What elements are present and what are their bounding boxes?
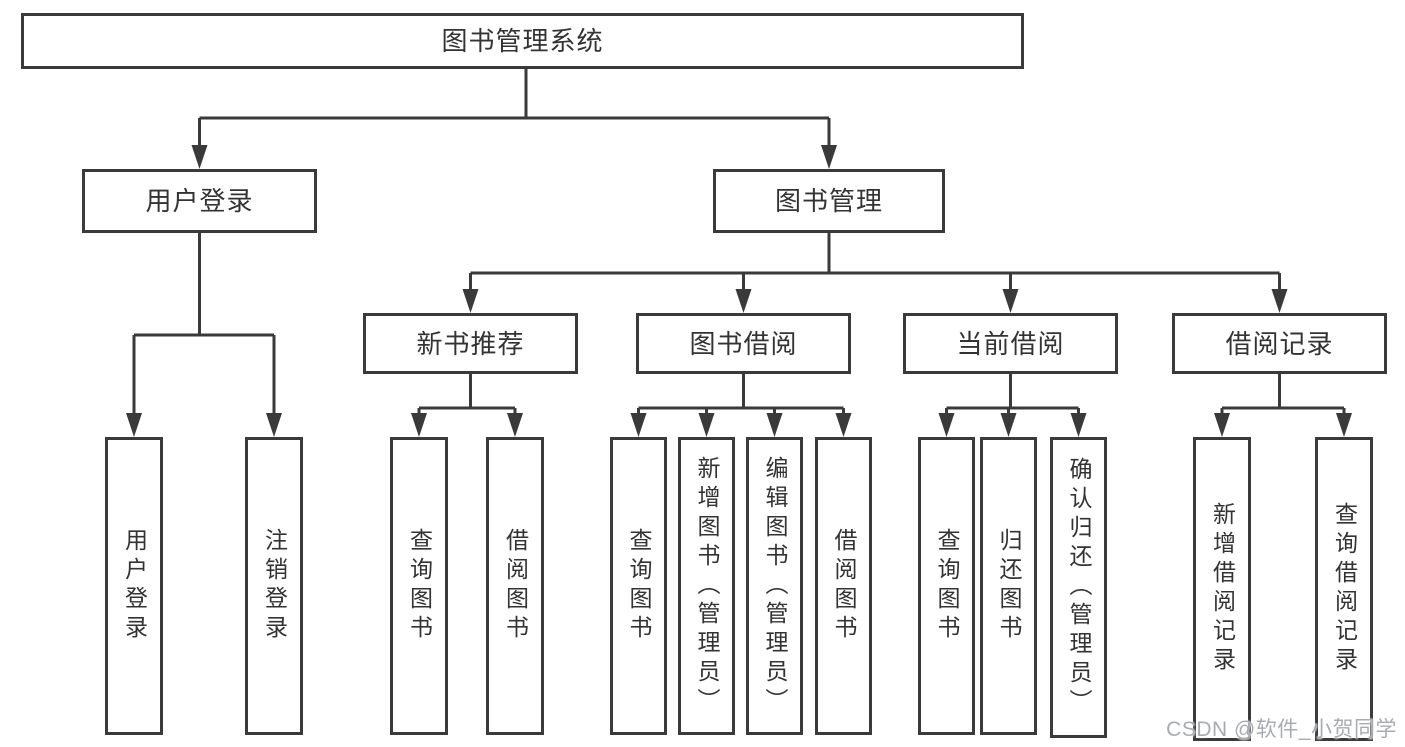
leaf-add-books-admin: 新增图书（管理员） <box>678 437 735 735</box>
leaf-borrow-query-books: 查询图书 <box>610 437 667 735</box>
leaf-confirm-return-admin: 确认归还（管理员） <box>1050 437 1107 738</box>
leaf-newbooks-query-books-label: 查询图书 <box>406 528 433 644</box>
connector-user-login-to-leaves <box>132 233 276 425</box>
node-new-book-recommendation: 新书推荐 <box>363 313 578 374</box>
connector-root-to-level2 <box>198 69 831 157</box>
node-system-root-label: 图书管理系统 <box>441 26 604 56</box>
leaf-add-borrow-record: 新增借阅记录 <box>1193 437 1251 741</box>
node-borrowing-records-label: 借阅记录 <box>1225 328 1334 359</box>
node-user-login: 用户登录 <box>82 169 317 233</box>
node-user-login-label: 用户登录 <box>145 186 254 216</box>
node-current-borrowing: 当前借阅 <box>903 313 1118 374</box>
node-book-borrowing-label: 图书借阅 <box>689 328 798 359</box>
node-borrowing-records: 借阅记录 <box>1172 313 1387 374</box>
leaf-confirm-return-admin-label: 确认归还（管理员） <box>1066 457 1092 718</box>
leaf-borrow-books-label: 借阅图书 <box>831 528 857 644</box>
leaf-return-books-label: 归还图书 <box>996 528 1022 644</box>
leaf-current-query-books-label: 查询图书 <box>934 528 960 644</box>
node-book-borrowing: 图书借阅 <box>636 313 851 374</box>
leaf-logout-label: 注销登录 <box>261 528 288 644</box>
connector-borrow-records-to-leaves <box>1220 374 1346 425</box>
leaf-newbooks-borrow-books: 借阅图书 <box>486 437 544 735</box>
node-system-root: 图书管理系统 <box>21 13 1024 69</box>
leaf-edit-books-admin-label: 编辑图书（管理员） <box>762 455 788 717</box>
node-new-book-recommendation-label: 新书推荐 <box>416 328 525 359</box>
leaf-edit-books-admin: 编辑图书（管理员） <box>746 437 803 735</box>
node-current-borrowing-label: 当前借阅 <box>956 328 1065 359</box>
leaf-add-borrow-record-label: 新增借阅记录 <box>1209 502 1236 676</box>
leaf-newbooks-borrow-books-label: 借阅图书 <box>502 528 529 644</box>
leaf-current-query-books: 查询图书 <box>918 437 975 735</box>
leaf-user-login: 用户登录 <box>105 437 163 735</box>
leaf-user-login-label: 用户登录 <box>121 528 148 644</box>
connector-book-management-to-level3 <box>469 233 1281 301</box>
leaf-return-books: 归还图书 <box>980 437 1037 735</box>
leaf-logout: 注销登录 <box>245 437 303 735</box>
csdn-watermark: CSDN @软件_小贺同学 <box>1166 718 1397 741</box>
node-book-management-label: 图书管理 <box>774 186 883 216</box>
connector-new-books-to-leaves <box>417 374 517 425</box>
arrowheads <box>126 145 1352 437</box>
leaf-borrow-query-books-label: 查询图书 <box>626 528 652 644</box>
node-book-management: 图书管理 <box>713 169 945 233</box>
connector-book-borrow-to-leaves <box>637 374 845 425</box>
leaf-query-borrow-record: 查询借阅记录 <box>1315 437 1373 741</box>
leaf-query-borrow-record-label: 查询借阅记录 <box>1331 502 1358 676</box>
leaf-add-books-admin-label: 新增图书（管理员） <box>694 455 720 717</box>
leaf-borrow-books: 借阅图书 <box>815 437 872 735</box>
leaf-newbooks-query-books: 查询图书 <box>390 437 448 735</box>
